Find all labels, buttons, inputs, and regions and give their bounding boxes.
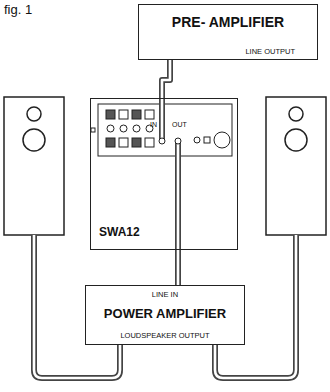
- cable-outline: [162, 60, 170, 98]
- terminal: [132, 138, 141, 147]
- terminal: [145, 110, 154, 119]
- signal-cable: [178, 250, 179, 285]
- terminal-block: [106, 110, 154, 147]
- jack-label: IN: [150, 121, 157, 129]
- pre-amplifier-box: PRE- AMPLIFIER LINE OUTPUT: [138, 4, 318, 60]
- port-label: LINE OUTPUT: [245, 48, 295, 56]
- terminal: [145, 138, 154, 147]
- device-title: PRE- AMPLIFIER: [139, 15, 317, 30]
- terminal: [133, 125, 140, 132]
- terminal: [119, 110, 128, 119]
- signal-cable: [162, 98, 178, 250]
- device-title: POWER AMPLIFIER: [86, 307, 244, 321]
- terminal: [107, 125, 114, 132]
- terminal: [106, 110, 115, 119]
- model-name: SWA12: [99, 226, 140, 239]
- speaker-cable: [34, 235, 296, 378]
- loudspeaker: [4, 97, 64, 235]
- terminal: [119, 138, 128, 147]
- cable-outline: [175, 250, 181, 285]
- jack: [159, 138, 181, 144]
- power-amplifier-box: LINE IN POWER AMPLIFIER LOUDSPEAKER OUTPUT: [85, 285, 245, 345]
- terminal: [132, 110, 141, 119]
- cable-core: [177, 250, 180, 285]
- loudspeaker: [266, 97, 326, 235]
- terminal: [120, 125, 127, 132]
- terminal: [106, 138, 115, 147]
- signal-cable: [162, 60, 170, 98]
- cable-core: [162, 60, 170, 98]
- jack-label: OUT: [172, 121, 187, 129]
- port-label: LOUDSPEAKER OUTPUT: [86, 332, 244, 340]
- figure-number: fig. 1: [4, 3, 32, 17]
- subwoofer-box: SWA12: [90, 98, 238, 250]
- port-label: LINE IN: [86, 291, 244, 299]
